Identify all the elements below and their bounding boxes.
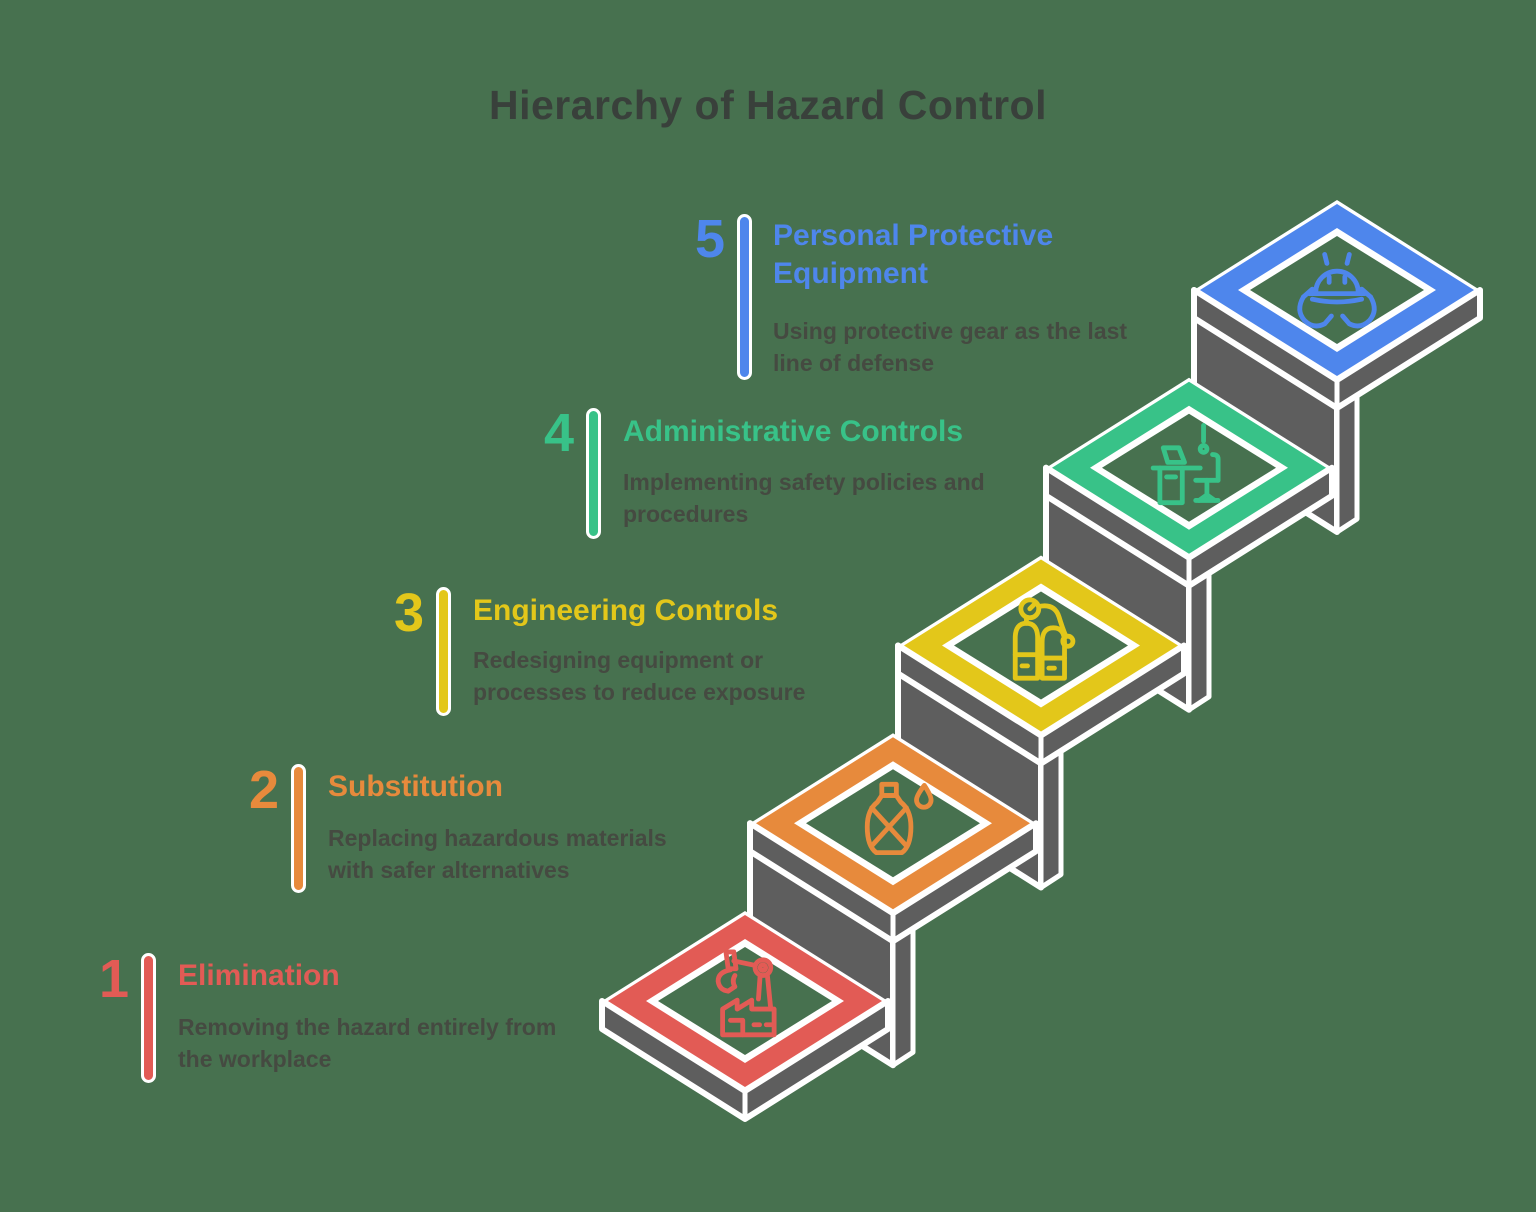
step-accent-bar (291, 764, 306, 893)
crossed-flask-icon (864, 781, 934, 856)
desk-chair-icon (1150, 423, 1221, 506)
step-description: Using protective gear as the last line o… (773, 318, 1128, 377)
step-number: 3 (393, 583, 424, 643)
hardhat-hands-icon (1297, 251, 1377, 329)
step-5-block (1191, 200, 1483, 535)
page-title: Hierarchy of Hazard Control (489, 82, 1047, 128)
step-label: Substitution (328, 770, 503, 803)
step-accent-bar (436, 587, 451, 716)
step-1-block (599, 911, 891, 1122)
step-description: Implementing safety policies and procedu… (623, 469, 985, 528)
gas-cylinders-icon (1012, 597, 1076, 681)
step-label: Personal Protective Equipment (773, 219, 1054, 290)
step-accent-bar (586, 408, 601, 539)
step-1-diamond (602, 911, 888, 1091)
step-label: Elimination (178, 959, 340, 992)
step-number: 2 (248, 760, 279, 820)
step-accent-bar (737, 214, 752, 380)
step-number: 4 (543, 403, 574, 463)
step-number: 1 (98, 949, 129, 1009)
step-number: 5 (694, 209, 725, 269)
step-description: Redesigning equipment or processes to re… (473, 647, 806, 706)
step-label: Administrative Controls (623, 415, 964, 448)
step-accent-bar (141, 953, 156, 1083)
factory-robot-icon (715, 949, 777, 1038)
step-5-diamond (1194, 200, 1480, 380)
step-label: Engineering Controls (473, 594, 779, 627)
step-description: Replacing hazardous materials with safer… (328, 825, 667, 884)
step-3-block (895, 555, 1187, 891)
step-description: Removing the hazard entirely from the wo… (178, 1014, 557, 1073)
